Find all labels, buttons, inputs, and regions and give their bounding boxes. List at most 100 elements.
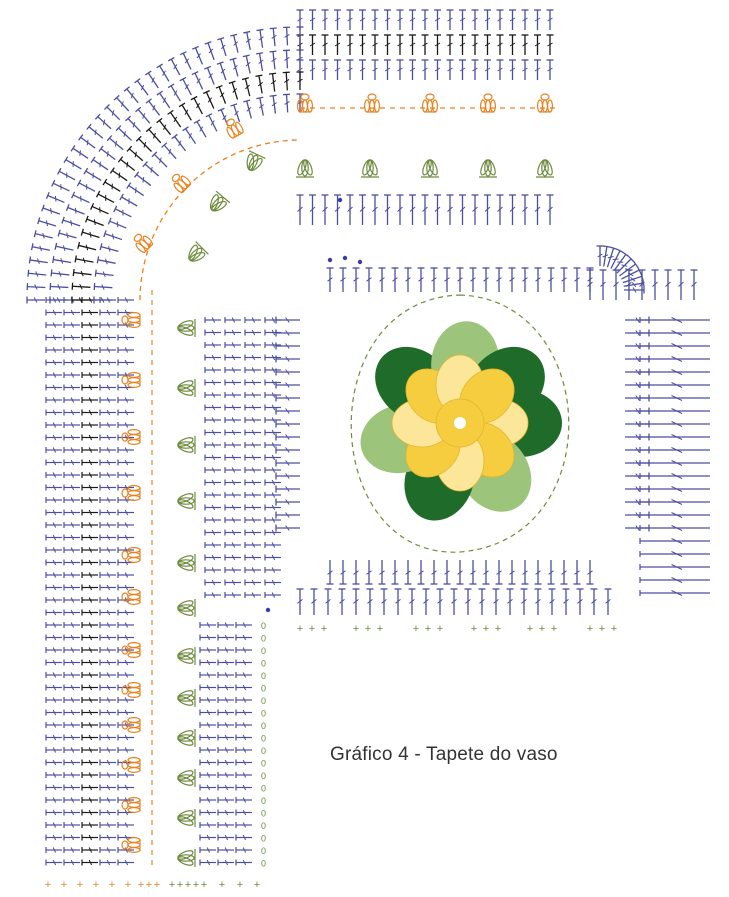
stitch-symbol	[235, 834, 252, 841]
stitch-symbol	[204, 417, 221, 423]
stitch-symbol	[74, 255, 94, 264]
stitch-symbol	[224, 467, 241, 473]
stitch-symbol	[26, 283, 46, 291]
stitch-symbol	[217, 847, 234, 853]
stitch-symbol	[63, 634, 80, 641]
stitch-symbol	[229, 57, 239, 77]
stitch-symbol	[37, 217, 57, 227]
stitch-symbol	[45, 822, 62, 828]
stitch-symbol	[235, 634, 252, 641]
stitch-symbol	[117, 697, 134, 703]
stitch-symbol	[45, 309, 62, 316]
stitch-symbol	[204, 317, 221, 323]
cluster-symbol	[177, 689, 196, 707]
stitch-symbol	[45, 459, 62, 466]
stitch-symbol	[224, 454, 241, 461]
dot-marker	[265, 607, 271, 613]
stitch-symbol	[190, 95, 203, 115]
stitch-symbol	[199, 697, 216, 703]
stitch-symbol	[241, 77, 251, 97]
dot-marker	[337, 197, 343, 203]
plus-marker: +	[185, 879, 191, 891]
stitch-symbol	[224, 417, 241, 423]
stitch-symbol	[117, 584, 134, 591]
stitch-symbol	[126, 182, 145, 197]
stitch-symbol	[99, 797, 116, 803]
stitch-symbol	[506, 588, 514, 615]
stitch-symbol	[639, 564, 710, 570]
stitch-symbol	[606, 246, 618, 268]
stitch-symbol	[217, 834, 234, 841]
stitch-symbol	[269, 50, 277, 70]
stitch-symbol	[534, 267, 542, 292]
stitch-symbol	[520, 588, 528, 615]
stitch-symbol	[282, 93, 291, 113]
plus-marker: +	[169, 879, 175, 891]
stitch-symbol	[624, 286, 645, 294]
stitch-symbol	[99, 659, 116, 666]
stitch-symbol	[81, 647, 98, 653]
stitch-symbol	[49, 282, 69, 290]
stitch-symbol	[45, 847, 62, 853]
stitch-symbol	[560, 267, 568, 292]
stitch-symbol	[117, 672, 134, 678]
stitch-symbol	[639, 421, 710, 427]
bobble-symbol	[121, 428, 141, 446]
stitch-symbol	[612, 269, 620, 300]
plus-marker: +	[377, 623, 383, 635]
plus-marker: +	[297, 623, 303, 635]
stitch-symbol	[204, 592, 221, 598]
stitch-symbol	[275, 498, 300, 506]
stitch-symbol	[199, 647, 216, 653]
stitch-symbol	[450, 588, 458, 615]
stitch-symbol	[72, 268, 92, 277]
stitch-symbol	[99, 709, 116, 716]
plus-marker: +	[109, 879, 115, 891]
row-start-markers: +++++++++++++++++++++++++++++++++++	[45, 623, 617, 891]
stitch-symbol	[45, 697, 62, 703]
stitch-symbol	[80, 228, 100, 239]
stitch-symbol	[81, 409, 98, 416]
stitch-symbol	[103, 230, 123, 241]
stitch-symbol	[199, 659, 216, 666]
cluster-symbol	[177, 729, 196, 747]
stitch-symbol	[76, 179, 96, 192]
stitch-symbol	[45, 334, 62, 341]
stitch-symbol	[436, 588, 444, 615]
stitch-symbol	[639, 356, 710, 362]
bobble-symbol	[121, 716, 141, 734]
stitch-symbol	[359, 34, 366, 55]
stitch-symbol	[244, 392, 261, 398]
stitch-symbol	[94, 269, 114, 278]
stitch-symbol	[224, 479, 241, 486]
cluster-column	[177, 150, 554, 867]
stitch-symbol	[99, 647, 116, 653]
stitch-symbol	[63, 772, 80, 778]
stitch-symbol	[509, 9, 516, 30]
stitch-symbol	[434, 194, 441, 225]
plus-marker: +	[321, 623, 327, 635]
stitch-symbol	[63, 822, 80, 828]
stitch-symbol	[109, 167, 128, 182]
stitch-symbol	[224, 492, 241, 498]
stitch-symbol	[359, 59, 366, 80]
stitch-symbol	[275, 472, 300, 480]
plus-marker: +	[177, 879, 183, 891]
stitch-symbol	[244, 592, 261, 598]
stitch-symbol	[434, 34, 441, 55]
stitch-symbol	[224, 317, 241, 323]
stitch-symbol	[586, 269, 594, 300]
stitch-symbol	[104, 104, 121, 121]
stitch-symbol	[346, 194, 354, 225]
stitch-symbol	[204, 442, 221, 448]
stitch-symbol	[71, 296, 90, 304]
stitch-symbol	[282, 71, 290, 91]
stitch-symbol	[334, 59, 341, 80]
stitch-symbol	[639, 590, 710, 596]
stitch-symbol	[359, 194, 366, 225]
stitch-symbol	[204, 529, 221, 536]
slip-marker: 0	[261, 859, 266, 869]
stitch-symbol	[380, 588, 388, 615]
stitch-symbol	[51, 179, 70, 192]
slip-marker: 0	[261, 696, 266, 706]
